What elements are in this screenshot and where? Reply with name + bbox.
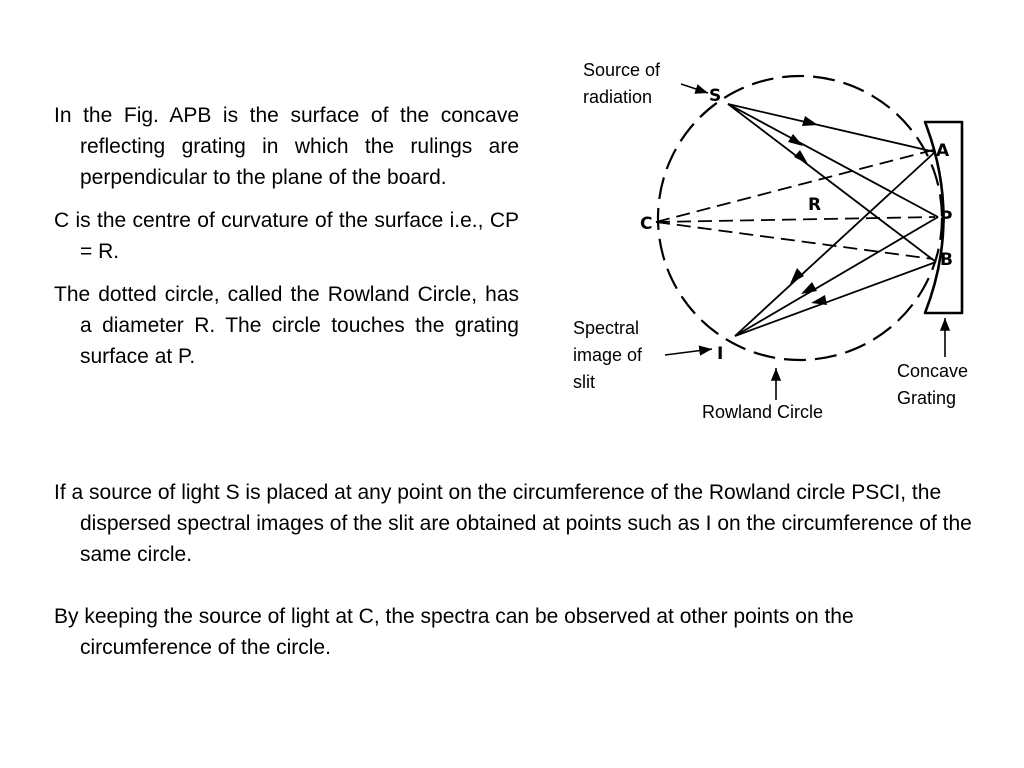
point-label-r: R — [808, 195, 821, 215]
concave-grating — [923, 120, 964, 315]
arrow-spectral-image — [664, 345, 713, 356]
ray-c-to-a — [655, 149, 934, 223]
ray-b-to-i — [734, 261, 937, 337]
ray-c-to-b — [655, 221, 934, 260]
left-text-block: In the Fig. APB is the surface of the co… — [54, 100, 519, 384]
arrowhead-s-b — [794, 150, 808, 164]
paragraph-grating-description: In the Fig. APB is the surface of the co… — [54, 104, 519, 189]
arrowhead-s-a — [802, 116, 818, 126]
arrowhead-p-i — [801, 282, 817, 294]
point-label-b: B — [940, 250, 953, 270]
paragraph-source-at-centre: By keeping the source of light at C, the… — [54, 605, 854, 659]
point-label-c: C — [640, 214, 652, 234]
ray-s-to-p — [727, 103, 939, 218]
paragraph-source-on-circle: If a source of light S is placed at any … — [54, 481, 972, 566]
arrow-source-of-radiation — [680, 83, 709, 94]
label-spectral-image-3: slit — [573, 372, 595, 392]
ray-s-to-a — [727, 103, 936, 153]
ray-p-to-i — [734, 216, 939, 337]
rowland-circle — [656, 74, 944, 362]
point-label-i: I — [717, 344, 723, 364]
point-label-p: P — [940, 208, 952, 228]
ray-c-to-p — [655, 216, 936, 223]
label-rowland-circle: Rowland Circle — [702, 402, 823, 422]
ray-a-to-i — [734, 151, 936, 337]
point-label-s: S — [709, 86, 721, 106]
paragraph-centre-of-curvature: C is the centre of curvature of the surf… — [54, 209, 519, 263]
label-source-of-radiation-2: radiation — [583, 87, 652, 107]
label-concave-grating-2: Grating — [897, 388, 956, 408]
arrowhead-b-i — [811, 295, 827, 305]
paragraph-rowland-circle: The dotted circle, called the Rowland Ci… — [54, 283, 519, 368]
label-spectral-image-1: Spectral — [573, 318, 639, 338]
label-source-of-radiation-1: Source of — [583, 60, 661, 80]
arrowhead-a-i — [790, 268, 804, 284]
bottom-text-block: If a source of light S is placed at any … — [54, 477, 984, 663]
point-label-a: A — [936, 141, 950, 161]
label-concave-grating-1: Concave — [897, 361, 968, 381]
arrowhead-s-p — [788, 134, 803, 146]
label-spectral-image-2: image of — [573, 345, 643, 365]
ray-s-to-b — [727, 103, 937, 263]
